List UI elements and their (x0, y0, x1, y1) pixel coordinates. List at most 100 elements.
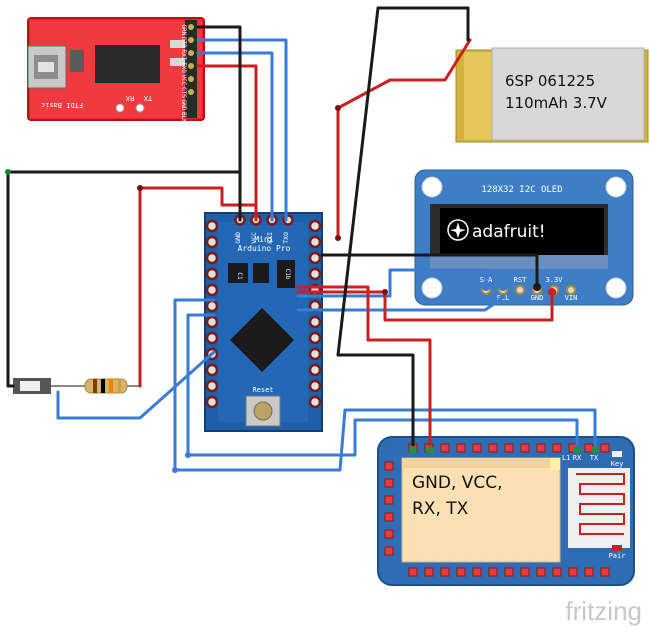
esp-top-pin (552, 443, 562, 453)
arduino-title-pro: Arduino Pro (238, 244, 291, 253)
esp-pin-rows (384, 443, 610, 577)
esp-bottom-pin (456, 567, 466, 577)
esp-label-line1: GND, VCC, (412, 473, 503, 493)
esp-top-pin (488, 443, 498, 453)
blue-wires (56, 38, 597, 472)
wires (5, 6, 599, 473)
esp-bottom-pin (408, 567, 418, 577)
arduino-left-pin (205, 315, 219, 329)
oled-board: 128X32 I2C OLED adafruit! SDA RST 3.3V S… (414, 169, 634, 306)
esp-led-label: L1 (562, 454, 570, 462)
esp-left-pin (384, 461, 394, 471)
esp-left-pin (384, 478, 394, 488)
ftdi-title: FTDI Basic (41, 101, 83, 109)
adafruit-logo-icon (447, 219, 469, 241)
arduino-left-pin (205, 251, 219, 265)
esp-left-pin (384, 495, 394, 505)
esp-bottom-pin (536, 567, 546, 577)
arduino-reset-label: Reset (252, 386, 273, 394)
oled-pin-gnd: GND (531, 294, 544, 302)
esp-module: GND, VCC, RX, TX L1 RX TX Key Pair (377, 436, 635, 586)
esp-key-label: Key (611, 460, 624, 468)
arduino-left-pin (205, 267, 219, 281)
esp-bottom-pin (472, 567, 482, 577)
oled-pin (566, 285, 576, 295)
arduino-left-pin (205, 283, 219, 297)
arduino-right-pin (308, 363, 322, 377)
arduino-left-pin (205, 363, 219, 377)
arduino-right-pin (308, 395, 322, 409)
arduino-right-pin (308, 315, 322, 329)
resistor-icon (51, 378, 140, 394)
arduino-left-pin (205, 299, 219, 313)
arduino-right-pin (308, 347, 322, 361)
arduino-title-mini: Mini (254, 235, 273, 244)
ftdi-pin-label-grn: GRN (180, 25, 187, 36)
esp-rx-label: RX (573, 454, 582, 462)
esp-top-pin (600, 443, 610, 453)
arduino-left-pin (205, 331, 219, 345)
arduino-right-pin (308, 219, 322, 233)
esp-top-pin (520, 443, 530, 453)
arduino-pro-mini: GND VCC RXI TXO Mini Arduino Pro C1 C1b … (204, 212, 323, 432)
oled-pin (515, 285, 525, 295)
esp-left-pin (384, 529, 394, 539)
wire-junctions (5, 105, 599, 473)
ftdi-pin-header (188, 24, 194, 95)
oled-pin-3v3: 3.3V (546, 276, 564, 284)
usb-icon (27, 45, 67, 89)
ftdi-tx-label: TX (143, 94, 152, 102)
esp-bottom-pin (424, 567, 434, 577)
ftdi-pin-label-rxi: RXI (180, 50, 187, 61)
arduino-chip-c1b: C1b (284, 269, 291, 280)
esp-top-pin (456, 443, 466, 453)
ftdi-pin-label-txo: TXO (180, 62, 187, 73)
esp-pair-label: Pair (609, 552, 626, 560)
esp-bottom-pin (552, 567, 562, 577)
esp-bottom-pin (600, 567, 610, 577)
arduino-left-pin (205, 395, 219, 409)
esp-top-pin (536, 443, 546, 453)
esp-bottom-pin (488, 567, 498, 577)
ftdi-pin-label-vcc: VCC (180, 75, 187, 86)
esp-bottom-pin (584, 567, 594, 577)
arduino-left-pin (205, 235, 219, 249)
arduino-pin-gnd: GND (234, 232, 242, 244)
fritzing-watermark: fritzing (565, 596, 642, 626)
arduino-right-pin (308, 379, 322, 393)
arduino-left-pin (205, 379, 219, 393)
esp-top-pin (504, 443, 514, 453)
ftdi-pin-label-gnd: GND (180, 100, 187, 111)
ftdi-rx-label: RX (125, 94, 134, 102)
esp-left-pin (384, 512, 394, 522)
lipo-battery: 6SP 061225 110mAh 3.7V (455, 47, 649, 143)
arduino-right-pin (308, 331, 322, 345)
battery-line2: 110mAh 3.7V (505, 94, 608, 112)
oled-pin-rst: RST (514, 276, 527, 284)
black-wires (6, 6, 539, 452)
esp-bottom-pin (504, 567, 514, 577)
oled-brand: adafruit! (472, 222, 546, 242)
arduino-pin-txo: TXO (282, 232, 290, 244)
esp-label-line2: RX, TX (412, 499, 469, 519)
antenna-icon (568, 468, 630, 548)
battery-line1: 6SP 061225 (505, 72, 595, 90)
esp-bottom-pin (440, 567, 450, 577)
esp-bottom-pin (520, 567, 530, 577)
ftdi-pin-label-cts: CTS (180, 87, 187, 98)
ftdi-pin-label-dtr: DTR (180, 37, 187, 48)
arduino-pin-vcc: VCC (250, 232, 258, 244)
arduino-right-pin (308, 251, 322, 265)
esp-top-pin (472, 443, 482, 453)
ftdi-pin-label-blk: BLK (180, 112, 187, 123)
reset-button-icon (245, 395, 281, 427)
esp-top-pin (440, 443, 450, 453)
oled-title: 128X32 I2C OLED (481, 185, 562, 195)
arduino-right-pin (308, 267, 322, 281)
arduino-left-pin (205, 219, 219, 233)
arduino-pin-rxi: RXI (266, 232, 274, 244)
